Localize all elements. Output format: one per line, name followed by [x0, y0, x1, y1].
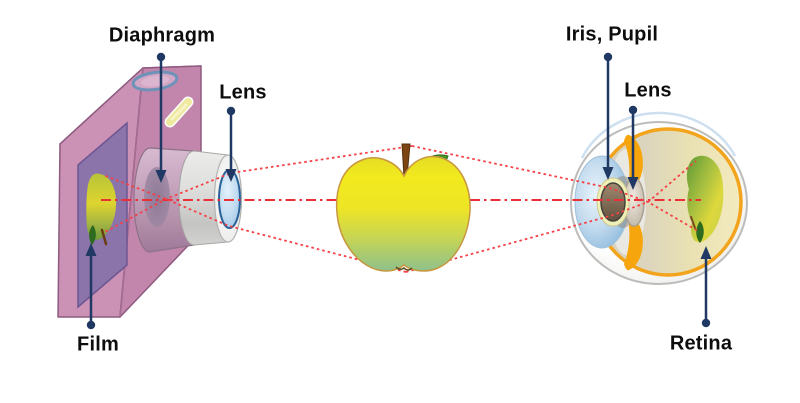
- label-camera-lens: Lens: [219, 81, 267, 104]
- annotation-arrows: [85, 52, 712, 330]
- eye-illustration: [570, 111, 748, 285]
- arrow-retina: [700, 246, 712, 328]
- arrow-iris-pupil: [602, 52, 614, 180]
- arrow-film: [85, 243, 97, 330]
- film-apple-leaf: [89, 225, 96, 245]
- cornea-shell-highlight: [580, 111, 737, 159]
- lens-barrel: [133, 147, 243, 253]
- ciliary-body-bottom: [624, 213, 643, 271]
- label-diaphragm: Diaphragm: [108, 24, 216, 47]
- camera-illustration: [57, 65, 243, 318]
- label-film: Film: [77, 333, 119, 356]
- flash-highlight: [164, 96, 194, 128]
- apple-object: [335, 143, 471, 272]
- camera-face-crease: [119, 67, 144, 318]
- ray-apple-bottom-to-retina: [405, 160, 697, 273]
- label-retina: Retina: [669, 332, 733, 355]
- retina-apple-stem: [690, 216, 696, 229]
- label-eye-lens: Lens: [624, 79, 672, 102]
- arrow-diaphragm: [155, 52, 167, 183]
- label-iris-pupil: Iris, Pupil: [565, 23, 659, 46]
- film-apple-stem: [100, 228, 108, 246]
- retina-image-apple: [686, 155, 724, 243]
- diaphragm-aperture: [144, 167, 170, 227]
- retina-apple-leaf: [696, 221, 704, 243]
- ray-apple-top-to-film: [102, 145, 413, 234]
- ray-apple-top-to-retina: [411, 145, 699, 232]
- apple-body: [335, 155, 471, 272]
- eye-pupil: [600, 182, 626, 222]
- ray-apple-bottom-to-film: [102, 174, 407, 273]
- apple-sepals: [395, 266, 413, 271]
- arrow-eye-lens: [627, 105, 639, 190]
- light-rays: [101, 145, 701, 273]
- film-image-apple: [86, 173, 117, 246]
- arrow-camera-lens: [225, 106, 237, 182]
